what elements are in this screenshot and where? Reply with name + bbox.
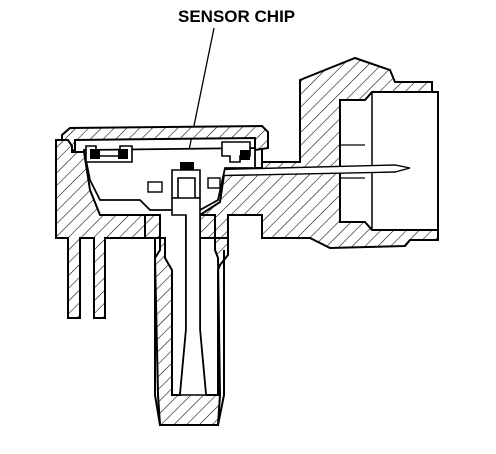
port-outline <box>154 238 225 426</box>
sensor-chip-leader-arrow <box>186 27 215 166</box>
left-clip-block-2 <box>118 149 128 159</box>
chip-right-pad <box>207 177 221 189</box>
sensor-chip <box>180 162 194 170</box>
left-clip-block <box>90 149 100 159</box>
port-bore <box>171 197 207 396</box>
left-body <box>55 139 146 319</box>
right-clip-block <box>240 150 250 160</box>
connector-cavity <box>339 91 439 231</box>
right-clip <box>221 141 251 163</box>
sensor-chip-label: SENSOR CHIP <box>178 7 295 26</box>
chip-left-pad <box>147 181 163 193</box>
